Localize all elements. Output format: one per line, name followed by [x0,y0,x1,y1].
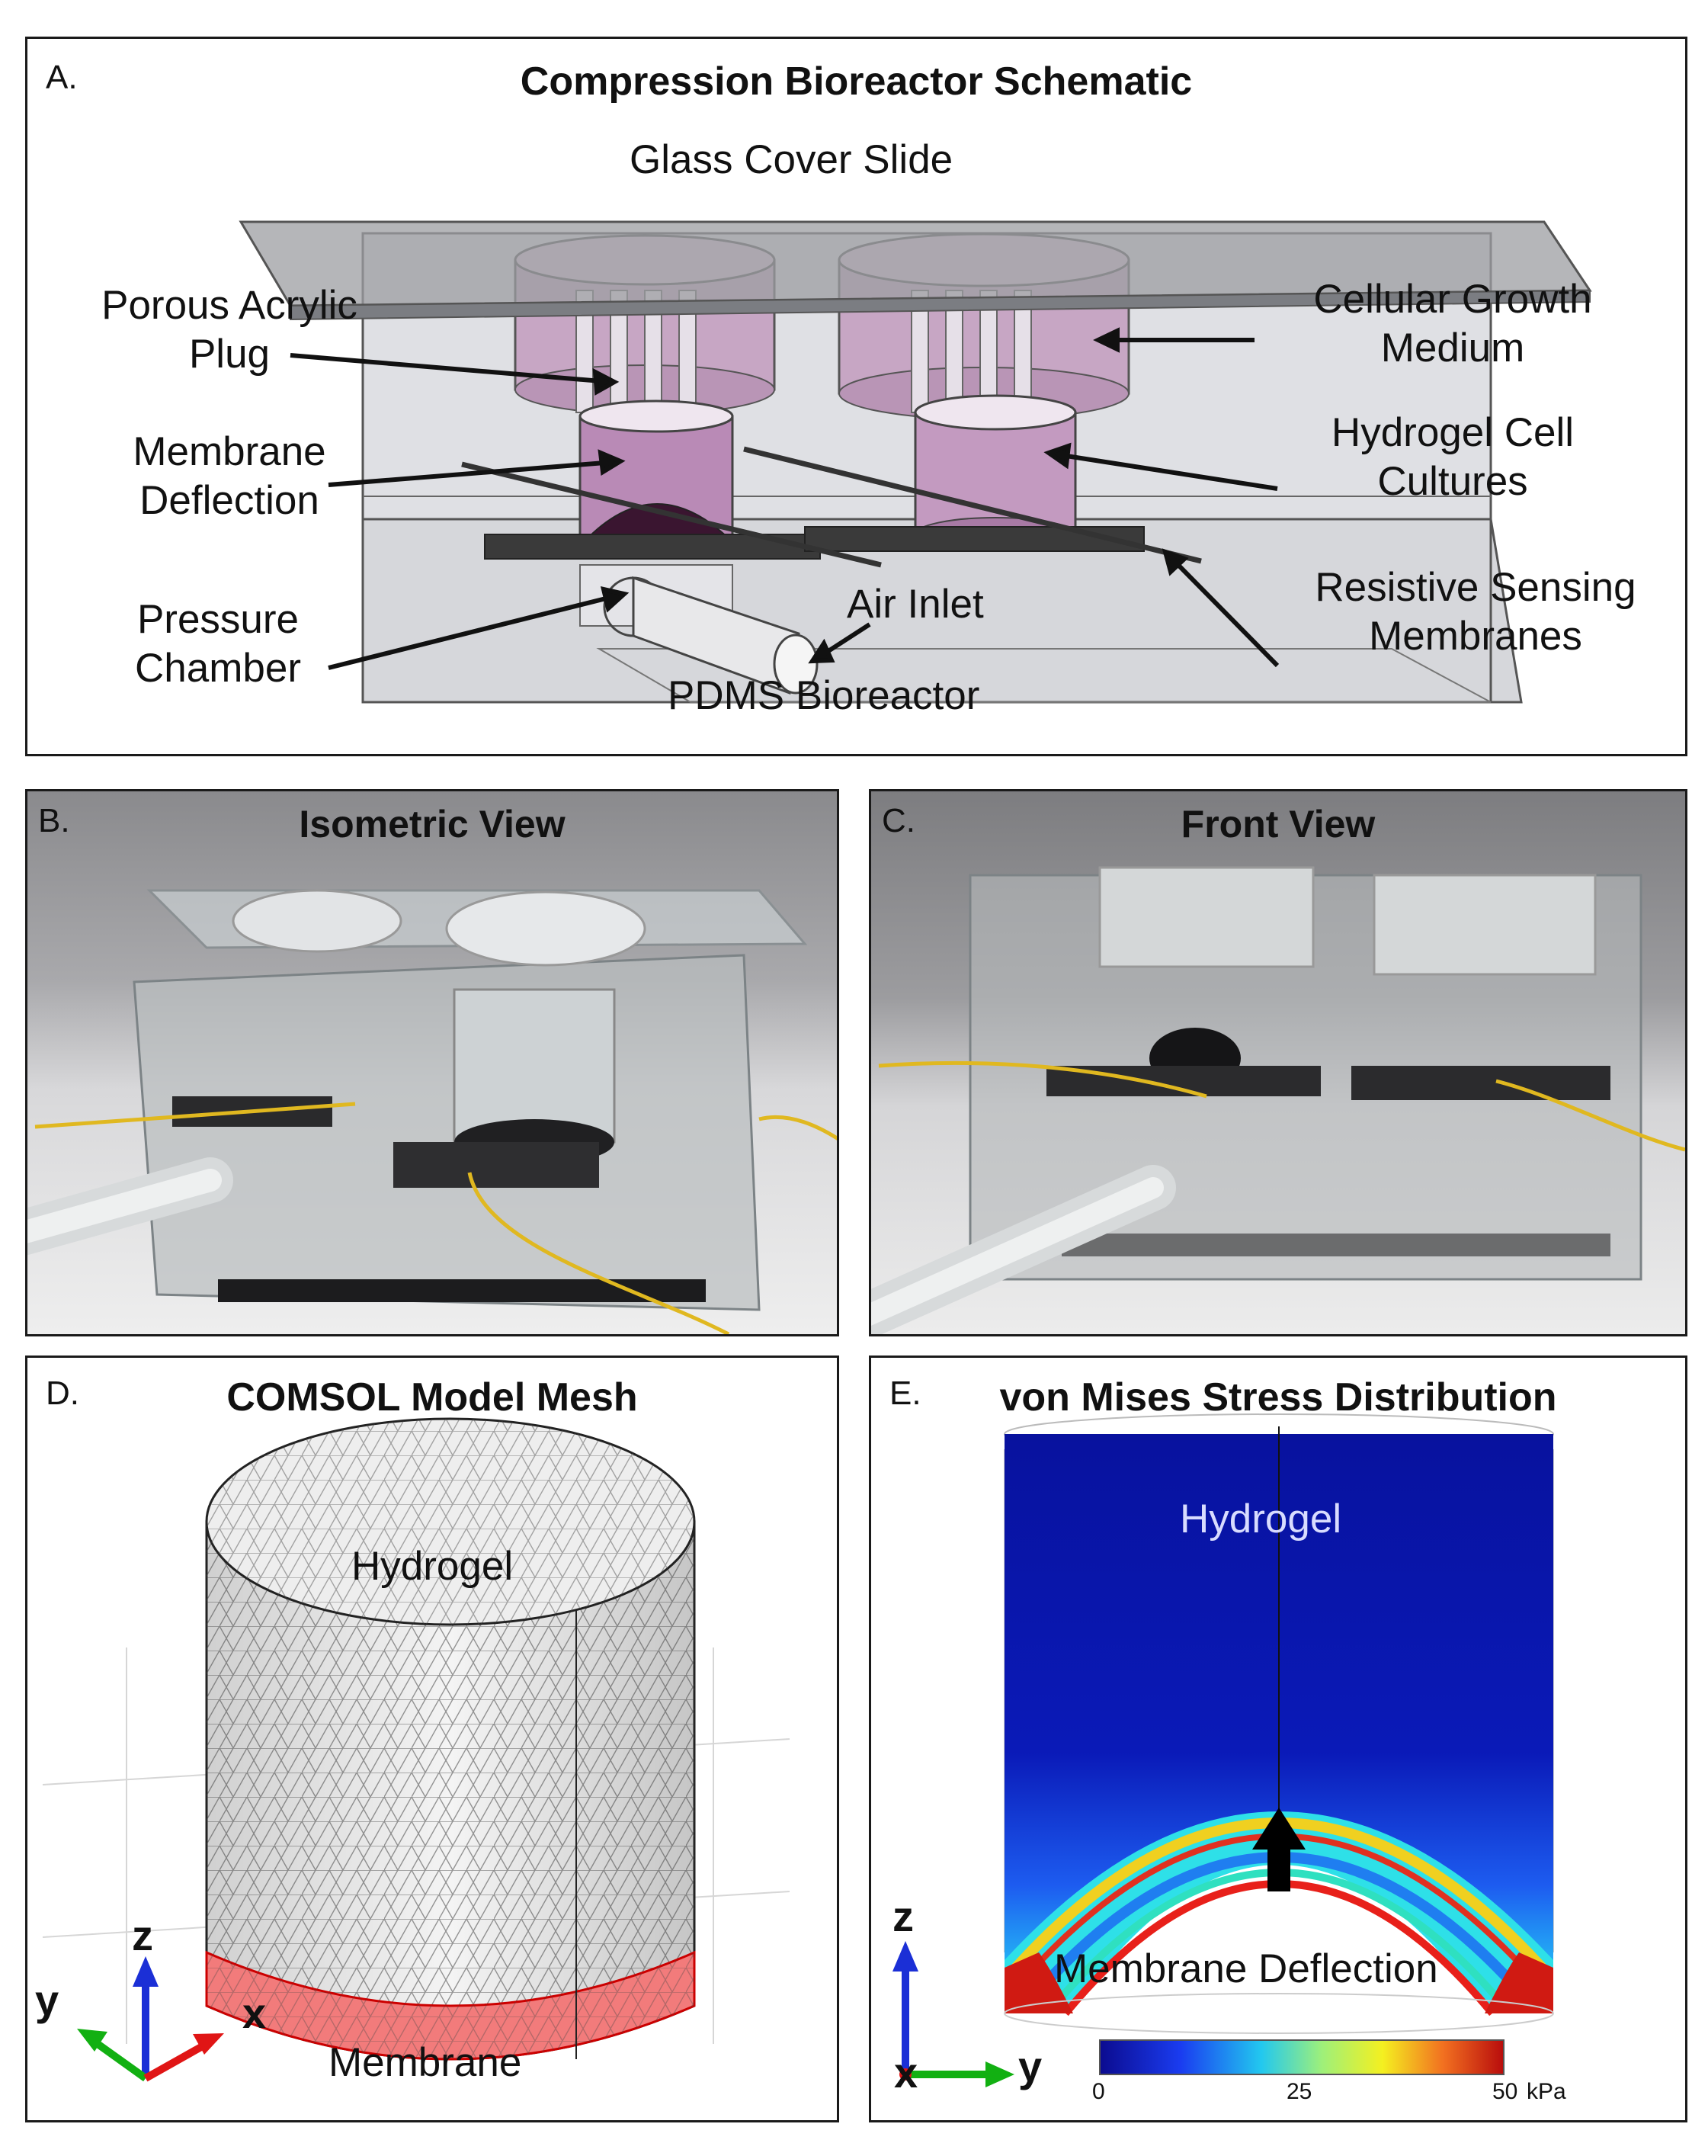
mesh-drawing [42,1417,790,2082]
panel-c-label: C. [882,802,915,839]
panel-e-von-mises: E. von Mises Stress Distribution [869,1356,1687,2122]
sensing-membrane-left [484,534,821,560]
panel-e-label: E. [889,1375,921,1412]
panel-b-label: B. [38,802,70,839]
stress-hydrogel-label: Hydrogel [1180,1497,1342,1542]
axis-d-y-label: y [35,1976,59,2024]
isometric-photo-illustration [27,889,837,1334]
label-pressure-chamber: Pressure Chamber [135,597,301,691]
colorbar-mid-label: 25 [1287,2079,1312,2104]
hydrogel-cylinder-right [914,411,1077,536]
label-hydrogel-cell-cultures: Hydrogel Cell Cultures [1331,410,1575,504]
axis-d-x-label: x [242,1989,267,2037]
label-resistive-sensing-membranes: Resistive Sensing Membranes [1315,565,1636,659]
panel-b-isometric-photo: B. Isometric View [25,789,839,1336]
deflection-arrow [1252,1808,1306,1891]
panel-c-front-photo: C. Front View [869,789,1687,1336]
leader-arrows [290,327,1280,670]
axis-e-y-label: y [1018,2042,1043,2090]
mesh-hydrogel-label: Hydrogel [351,1544,514,1589]
bioreactor-schematic-drawing [239,220,1592,704]
axis-d-z-label: z [132,1911,153,1959]
panel-b-title: Isometric View [299,803,566,845]
colorbar-min-label: 0 [1092,2079,1105,2104]
sensing-membrane-right [804,526,1145,552]
membrane-deflection-dome [582,503,735,543]
axis-triad-d [77,1956,224,2082]
panel-d-title: COMSOL Model Mesh [226,1375,638,1420]
axis-triad-e [892,1941,1014,2087]
front-photo-illustration [871,866,1685,1334]
label-glass-cover-slide: Glass Cover Slide [630,137,953,182]
panel-d-comsol-mesh: D. COMSOL Model Mesh [25,1356,839,2122]
panel-a-schematic: A. Compression Bioreactor Schematic [25,37,1687,756]
colorbar-unit-label: kPa [1527,2079,1566,2104]
label-pdms-bioreactor: PDMS Bioreactor [668,673,980,718]
panel-a-label: A. [46,59,78,96]
panel-a-title: Compression Bioreactor Schematic [520,59,1193,104]
panel-e-title: von Mises Stress Distribution [999,1375,1557,1420]
stress-membrane-deflection-label: Membrane Deflection [1054,1946,1438,1991]
axis-e-x-label: x [894,2049,918,2097]
label-porous-acrylic-plug: Porous Acrylic Plug [101,283,357,377]
label-air-inlet: Air Inlet [847,582,984,627]
label-membrane-deflection: Membrane Deflection [133,429,326,523]
axis-e-z-label: z [892,1892,914,1940]
label-cellular-growth-medium: Cellular Growth Medium [1313,277,1592,371]
panel-c-title: Front View [1181,803,1376,845]
panel-d-label: D. [46,1375,79,1412]
colorbar-gradient [1099,2039,1505,2075]
porous-plug-pins [575,290,1032,428]
mesh-membrane-label: Membrane [328,2040,522,2085]
colorbar-max-label: 50 [1492,2079,1518,2104]
stress-plot [892,1413,1554,2087]
